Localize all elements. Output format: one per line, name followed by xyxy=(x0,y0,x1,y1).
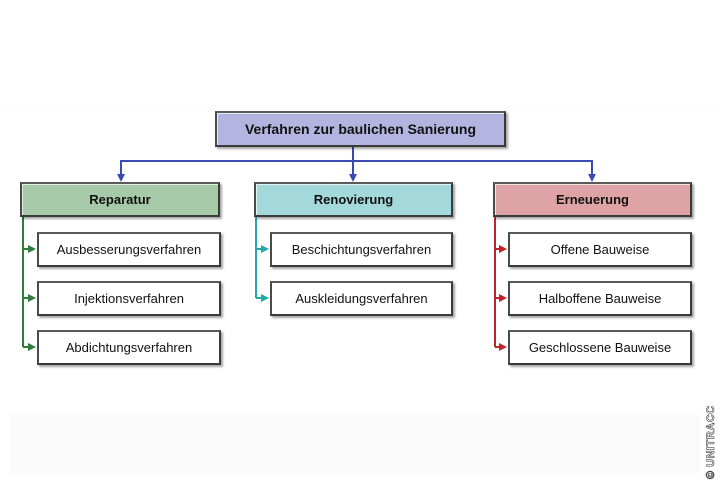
arrow-right-icon xyxy=(499,343,507,351)
arrow-right-icon xyxy=(499,294,507,302)
background-top-band xyxy=(0,104,720,112)
child-label: Abdichtungsverfahren xyxy=(65,340,193,355)
arrow-down-icon xyxy=(117,174,125,182)
child-node-abdichtungsverfahren: Abdichtungsverfahren xyxy=(37,330,221,365)
child-node-geschlossene-bauweise: Geschlossene Bauweise xyxy=(508,330,692,365)
child-node-ausbesserungsverfahren: Ausbesserungsverfahren xyxy=(37,232,221,267)
reparatur-connectors xyxy=(22,217,36,351)
child-label: Auskleidungsverfahren xyxy=(295,291,428,306)
category-node-erneuerung: Erneuerung xyxy=(493,182,692,217)
root-connectors xyxy=(117,147,596,182)
category-node-reparatur: Reparatur xyxy=(20,182,220,217)
arrow-right-icon xyxy=(28,343,36,351)
category-label: Erneuerung xyxy=(556,192,629,207)
category-label: Renovierung xyxy=(313,192,394,207)
arrow-right-icon xyxy=(28,245,36,253)
root-node: Verfahren zur baulichen Sanierung xyxy=(215,111,506,147)
renovierung-connectors xyxy=(255,217,269,302)
copyright-notice: © UNITRACC xyxy=(705,405,718,479)
child-node-halboffene-bauweise: Halboffene Bauweise xyxy=(508,281,692,316)
child-label: Ausbesserungsverfahren xyxy=(56,242,202,257)
arrow-down-icon xyxy=(349,174,357,182)
category-label: Reparatur xyxy=(89,192,151,207)
child-node-beschichtungsverfahren: Beschichtungsverfahren xyxy=(270,232,453,267)
child-label: Offene Bauweise xyxy=(550,242,650,257)
arrow-right-icon xyxy=(499,245,507,253)
child-node-auskleidungsverfahren: Auskleidungsverfahren xyxy=(270,281,453,316)
child-label: Geschlossene Bauweise xyxy=(528,340,672,355)
arrow-down-icon xyxy=(588,174,596,182)
arrow-right-icon xyxy=(261,245,269,253)
root-node-label: Verfahren zur baulichen Sanierung xyxy=(244,121,477,137)
category-node-renovierung: Renovierung xyxy=(254,182,453,217)
arrow-right-icon xyxy=(28,294,36,302)
child-label: Beschichtungsverfahren xyxy=(291,242,432,257)
background-bottom-band xyxy=(10,413,700,475)
child-node-injektionsverfahren: Injektionsverfahren xyxy=(37,281,221,316)
child-node-offene-bauweise: Offene Bauweise xyxy=(508,232,692,267)
child-label: Halboffene Bauweise xyxy=(538,291,662,306)
arrow-right-icon xyxy=(261,294,269,302)
child-label: Injektionsverfahren xyxy=(74,291,184,306)
erneuerung-connectors xyxy=(494,217,507,351)
